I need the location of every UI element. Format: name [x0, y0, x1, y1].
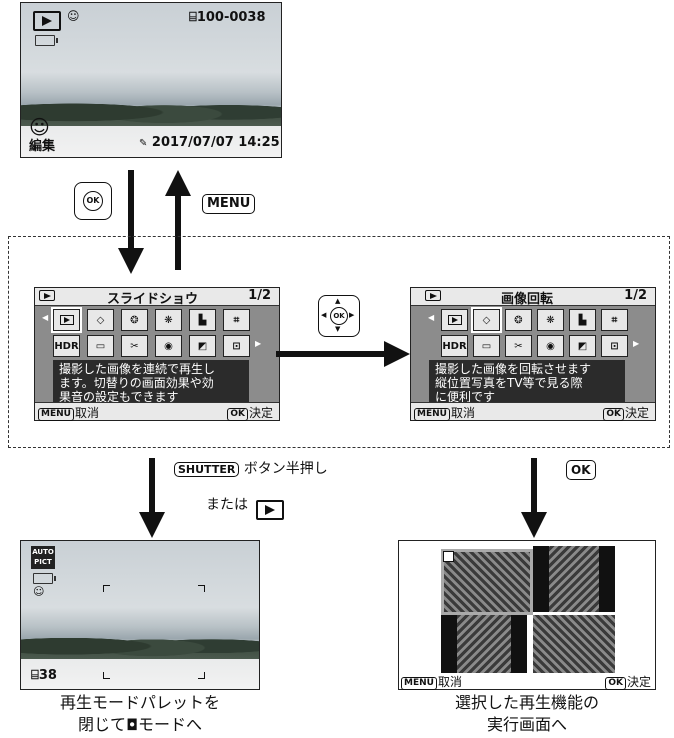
redeye-cell[interactable]: ◉	[155, 335, 182, 357]
playback-icon	[425, 290, 441, 301]
filter-cell[interactable]: ❂	[505, 309, 532, 331]
playback-palette-rotate: 画像回転 1/2 ◀ ◇ ❂ ❋ ▙ ⌗ HDR ▭ ✂ ◉ ◩ ⊡ ▶ 撮影し…	[410, 287, 656, 421]
scroll-right-icon[interactable]: ▶	[255, 339, 262, 348]
rotate-cell[interactable]: ◇	[87, 309, 114, 331]
capture-mode-screen: AUTO PICT ☺ ⌸38	[20, 540, 260, 690]
shutter-instruction: SHUTTER ボタン半押し	[174, 458, 328, 478]
folder-icon: ⌸	[189, 10, 197, 25]
playback-palette-slideshow: スライドショウ 1/2 ◀ ◇ ❂ ❋ ▙ ⌗ HDR ▭ ✂ ◉ ◩ ⊡ ▶ …	[34, 287, 280, 421]
playback-screen: ☺ ⌸100-0038 ☺ 編集 ✎ 2017/07/07 14:25	[20, 2, 282, 158]
pen-icon: ✎	[139, 138, 148, 149]
arrow-down-to-palette	[118, 170, 144, 274]
battery-icon	[33, 573, 56, 584]
resize-cell[interactable]: ▙	[189, 309, 216, 331]
hdr-cell[interactable]: HDR	[53, 335, 80, 357]
date-time: ✎ 2017/07/07 14:25	[139, 135, 280, 150]
auto-picture-mode-icon: AUTO PICT	[31, 546, 55, 569]
corner-mark	[443, 551, 454, 562]
scroll-left-icon[interactable]: ◀	[42, 313, 49, 322]
effect-cell[interactable]: ❋	[537, 309, 564, 331]
palette-frame	[8, 236, 670, 448]
edit-icon: ☺	[29, 115, 50, 139]
scroll-right-icon[interactable]: ▶	[633, 339, 640, 348]
function-description: 撮影した画像を回転させます 縦位置写真をTV等で見る際 に便利です	[429, 360, 625, 406]
menu-button-label: MENU	[202, 194, 256, 214]
caption-execution-screen: 選択した再生機能の 実行画面へ	[454, 693, 599, 734]
ok-button-icon: OK	[74, 182, 112, 220]
function-description: 撮影した画像を連続で再生し ます。切替りの画面効果や効 果音の設定もできます	[53, 360, 249, 406]
filter-cell[interactable]: ❂	[121, 309, 148, 331]
camera-icon: ◘	[126, 716, 138, 734]
playback-icon	[39, 290, 55, 301]
rotation-preview-0[interactable]	[441, 549, 533, 615]
palette-title: 画像回転	[501, 292, 554, 307]
rotation-preview-180[interactable]	[441, 615, 527, 673]
rotation-preview-90[interactable]	[533, 546, 615, 612]
or-instruction: または	[206, 494, 285, 520]
frame-cell[interactable]: ▭	[87, 335, 114, 357]
rotate-cell[interactable]: ◇	[471, 307, 502, 333]
four-way-ok-key-icon: OK ▲ ▼ ◀ ▶	[318, 295, 360, 337]
playback-button-icon	[256, 500, 285, 520]
collage-cell[interactable]: ✂	[505, 335, 532, 357]
frame-cell[interactable]: ▭	[473, 335, 500, 357]
move-cell[interactable]: ◩	[189, 335, 216, 357]
face-detect-icon: ☺	[67, 9, 80, 23]
shutter-button-label: SHUTTER	[174, 462, 240, 477]
remaining-shots: ⌸38	[31, 668, 57, 683]
effect-cell[interactable]: ❋	[155, 309, 182, 331]
slideshow-cell[interactable]	[441, 309, 468, 331]
redeye-cell[interactable]: ◉	[537, 335, 564, 357]
collage-cell[interactable]: ✂	[121, 335, 148, 357]
copy-cell[interactable]: ⊡	[601, 335, 628, 357]
battery-icon	[35, 35, 58, 46]
arrow-down-to-execution	[521, 458, 547, 538]
page-indicator: 1/2	[248, 288, 271, 303]
arrow-down-to-capture	[139, 458, 165, 538]
crop-cell[interactable]: ⌗	[601, 309, 628, 331]
resize-cell[interactable]: ▙	[569, 309, 596, 331]
crop-cell[interactable]: ⌗	[223, 309, 250, 331]
palette-title: スライドショウ	[107, 292, 199, 307]
caption-close-palette: 再生モードパレットを 閉じて◘モードへ	[59, 693, 220, 734]
face-detect-icon: ☺	[33, 585, 45, 598]
playback-icon	[33, 11, 61, 31]
arrow-up-to-playback	[165, 170, 191, 270]
focus-frame	[103, 585, 205, 679]
scroll-left-icon[interactable]: ◀	[428, 313, 435, 322]
copy-cell[interactable]: ⊡	[223, 335, 250, 357]
edit-label: 編集	[29, 139, 56, 154]
rotation-preview-270[interactable]	[533, 615, 615, 673]
memory-icon: ⌸	[31, 668, 39, 683]
slideshow-cell[interactable]	[51, 307, 82, 333]
file-number: ⌸100-0038	[189, 10, 266, 25]
ok-button-label: OK	[566, 460, 596, 480]
hdr-cell[interactable]: HDR	[441, 335, 468, 357]
page-indicator: 1/2	[624, 288, 647, 303]
move-cell[interactable]: ◩	[569, 335, 596, 357]
arrow-right-to-rotate	[276, 341, 410, 367]
